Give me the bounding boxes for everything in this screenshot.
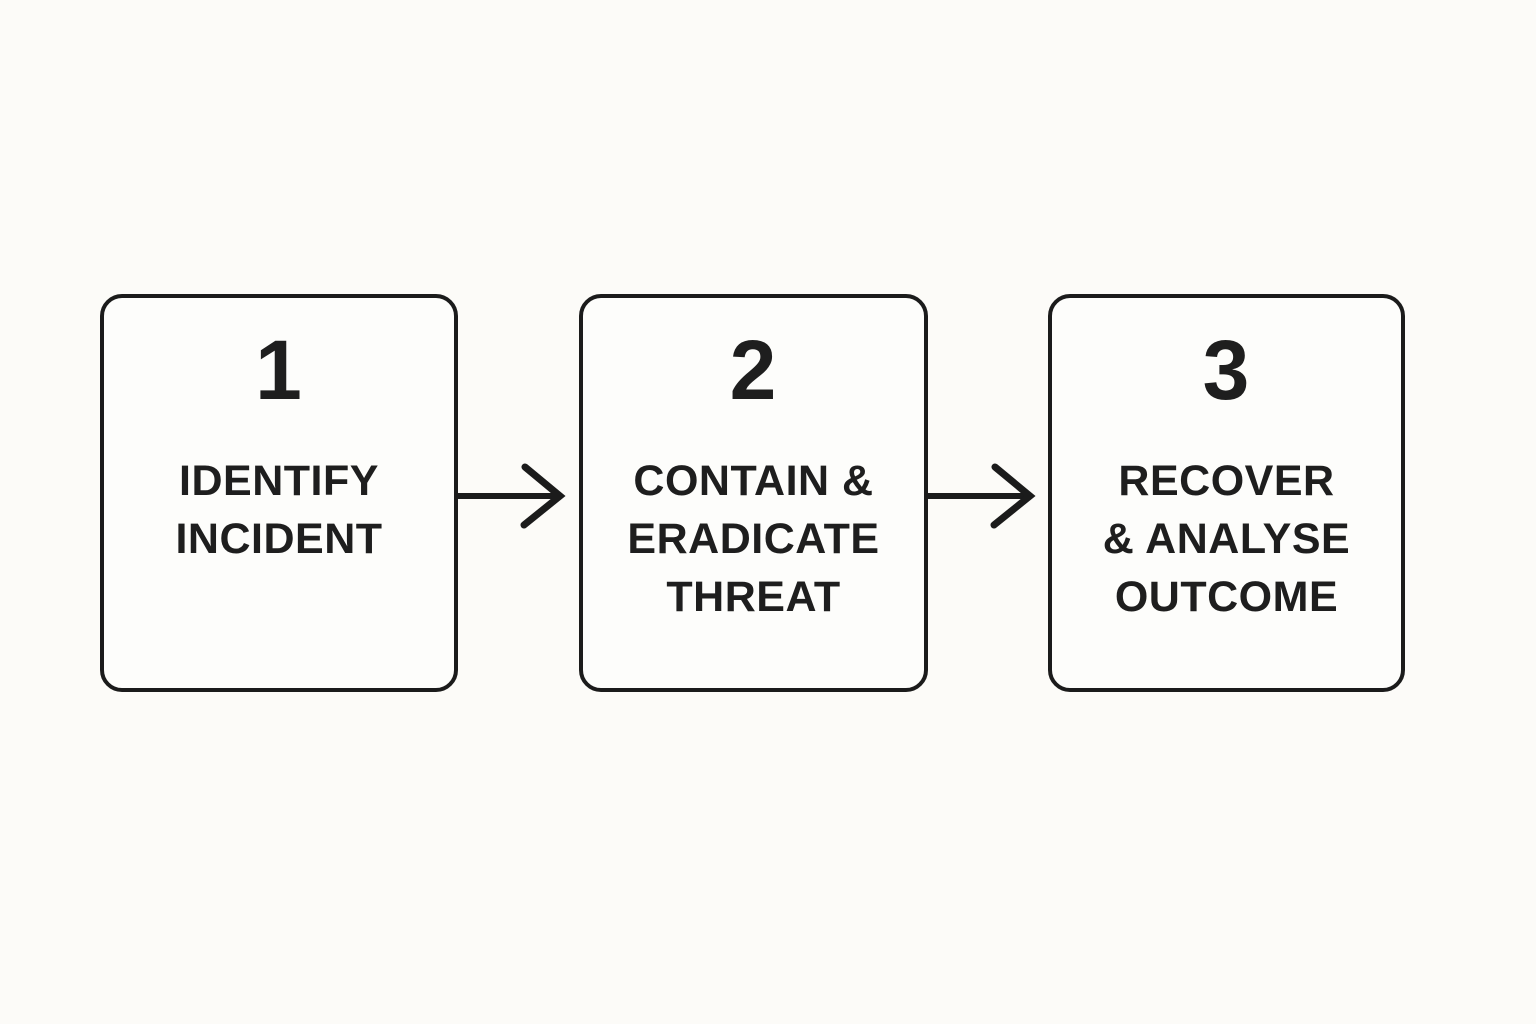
step-number: 3 — [1202, 323, 1251, 417]
arrow-right-icon — [928, 463, 1036, 529]
step-label-line: RECOVER — [1118, 457, 1335, 505]
step-number: 1 — [255, 323, 303, 417]
step-box-2: 2 CONTAIN & ERADICATE THREAT — [579, 294, 928, 692]
step-label-line: CONTAIN & — [633, 457, 874, 505]
step-label: IDENTIFY INCIDENT — [175, 452, 382, 568]
step-label: CONTAIN & ERADICATE THREAT — [627, 452, 879, 626]
step-box-1: 1 IDENTIFY INCIDENT — [100, 294, 458, 692]
step-label-line: THREAT — [666, 573, 841, 621]
step-label-line: ERADICATE — [627, 515, 880, 563]
step-number: 2 — [729, 323, 778, 417]
step-label-line: OUTCOME — [1114, 573, 1339, 621]
step-label-line: IDENTIFY — [179, 457, 379, 505]
arrow-right-icon — [455, 463, 566, 529]
step-label: RECOVER & ANALYSE OUTCOME — [1103, 452, 1350, 626]
step-box-3: 3 RECOVER & ANALYSE OUTCOME — [1048, 294, 1405, 692]
step-label-line: & ANALYSE — [1102, 515, 1351, 563]
step-label-line: INCIDENT — [175, 515, 383, 563]
